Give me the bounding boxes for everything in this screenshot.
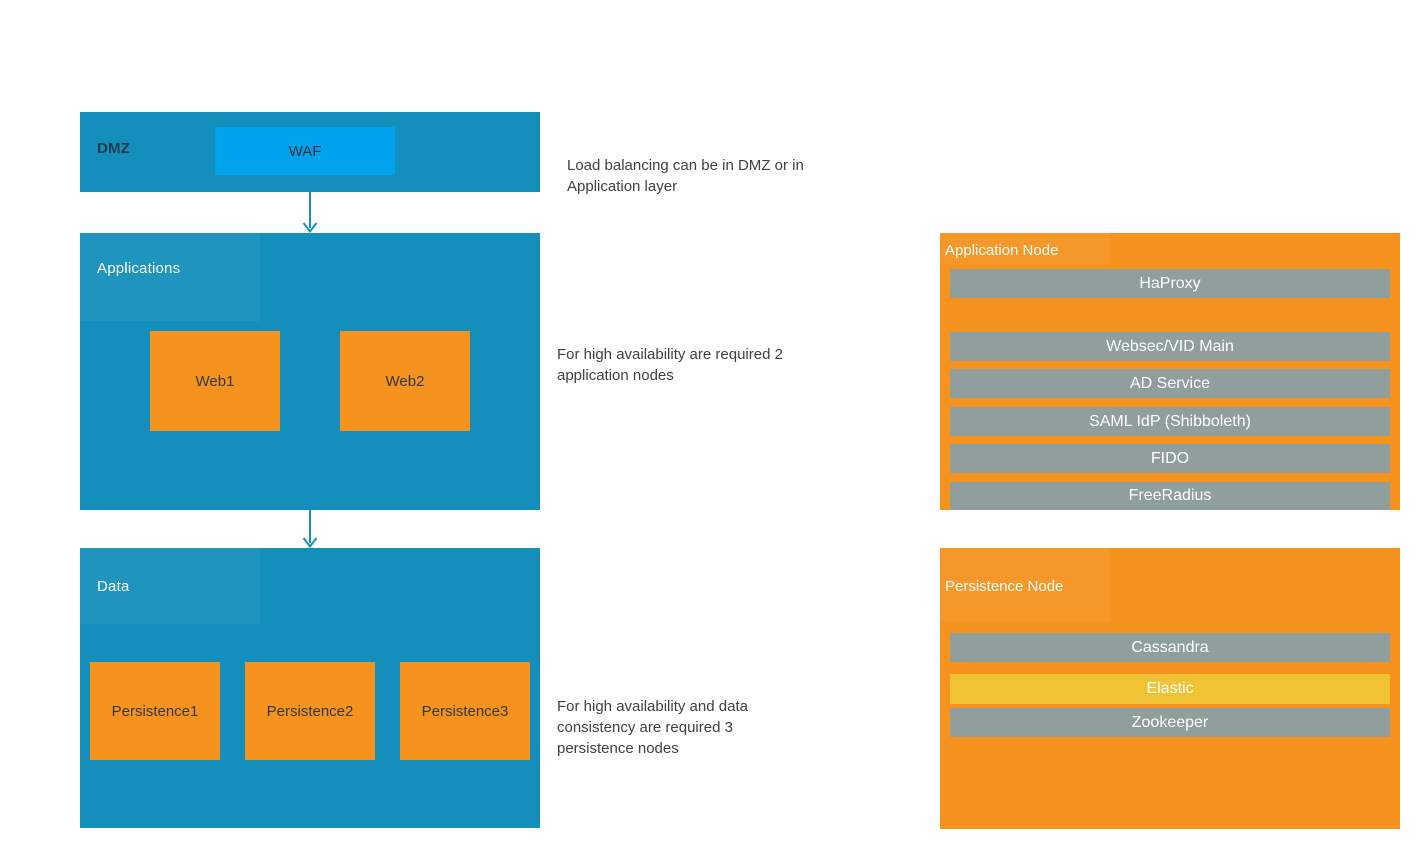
persistence1-node-label: Persistence1: [111, 702, 199, 720]
application-node-title: Application Node: [945, 242, 1059, 259]
service-elastic: Elastic: [950, 674, 1390, 704]
dmz-layer-label: DMZ: [97, 140, 131, 157]
applications-annotation: For high availability are required 2 app…: [557, 346, 783, 384]
persistence-node-title: Persistence Node: [945, 578, 1064, 595]
data-layer-label: Data: [97, 578, 130, 595]
applications-layer-label: Applications: [97, 260, 181, 277]
waf-node-label: WAF: [288, 142, 322, 160]
service-freeradius: FreeRadius: [950, 482, 1390, 510]
persistence3-node: Persistence3: [400, 662, 530, 760]
service-haproxy: HaProxy: [950, 269, 1390, 298]
web1-node: Web1: [150, 331, 280, 431]
web1-node-label: Web1: [195, 372, 235, 390]
service-websec-vid-main: Websec/VID Main: [950, 332, 1390, 361]
applications-label-highlight: [80, 233, 260, 321]
persistence2-node-label: Persistence2: [266, 702, 354, 720]
application-node-panel: Application Node HaProxy Websec/VID Main…: [940, 233, 1400, 510]
service-cassandra: Cassandra: [950, 633, 1390, 662]
service-saml-idp: SAML IdP (Shibboleth): [950, 407, 1390, 436]
persistence-node-panel: Persistence Node Cassandra Elastic Zooke…: [940, 548, 1400, 829]
persistence2-node: Persistence2: [245, 662, 375, 760]
service-ad-service: AD Service: [950, 369, 1390, 398]
persistence3-node-label: Persistence3: [421, 702, 509, 720]
waf-node: WAF: [215, 127, 395, 175]
service-fido: FIDO: [950, 444, 1390, 473]
arrow-applications-to-data: [302, 510, 318, 549]
data-annotation: For high availability and data consisten…: [557, 698, 748, 757]
arrow-dmz-to-applications: [302, 192, 318, 234]
service-zookeeper: Zookeeper: [950, 708, 1390, 737]
web2-node: Web2: [340, 331, 470, 431]
dmz-annotation: Load balancing can be in DMZ or in Appli…: [567, 157, 804, 195]
data-layer: Data Persistence1 Persistence2 Persisten…: [80, 548, 540, 828]
applications-layer: Applications Web1 Web2: [80, 233, 540, 510]
persistence1-node: Persistence1: [90, 662, 220, 760]
web2-node-label: Web2: [385, 372, 425, 390]
dmz-layer: DMZ WAF: [80, 112, 540, 192]
